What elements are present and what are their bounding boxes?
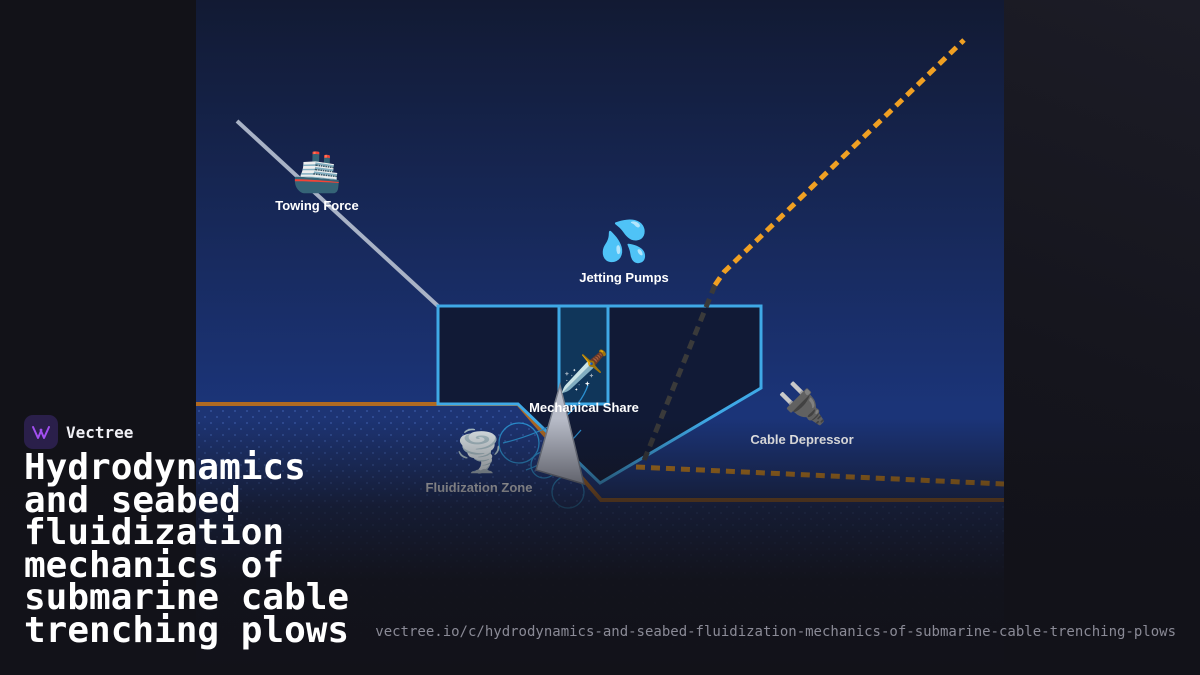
mechanical-share-label: Mechanical Share — [529, 400, 639, 415]
plug-icon: 🔌 — [777, 381, 827, 427]
right-backdrop — [1004, 0, 1200, 675]
ship-icon: 🚢 — [292, 149, 342, 195]
tornado-icon: 🌪️ — [454, 429, 504, 475]
fluidization-zone-label: Fluidization Zone — [425, 480, 533, 495]
cable-depressor-label: Cable Depressor — [750, 432, 854, 447]
water-droplets-icon: 💦 — [599, 219, 649, 265]
page-title: Hydrodynamics and seabed fluidization me… — [24, 447, 350, 651]
towing-force-label: Towing Force — [275, 198, 359, 213]
vectree-logo-icon — [24, 415, 58, 449]
dagger-icon: 🗡️ — [559, 349, 609, 395]
brand[interactable]: Vectree — [24, 415, 133, 449]
brand-name: Vectree — [66, 422, 134, 442]
page-url[interactable]: vectree.io/c/hydrodynamics-and-seabed-fl… — [375, 624, 1176, 640]
jetting-pumps-label: Jetting Pumps — [579, 270, 669, 285]
